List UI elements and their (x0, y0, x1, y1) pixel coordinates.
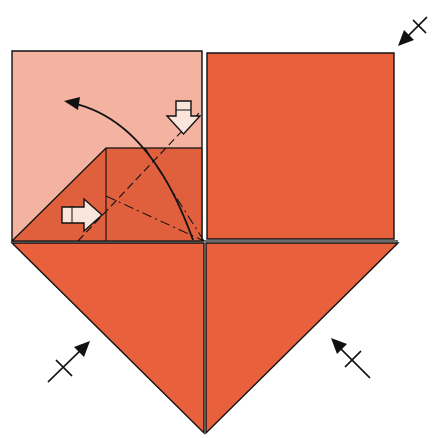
hollow-push-arrow-icon-left (61, 197, 104, 233)
mountain-fold-line-1 (105, 195, 205, 242)
lower-left-triangle (10, 242, 205, 435)
squash-arrow-icon-bottom-right (331, 338, 371, 379)
hollow-push-arrow-icon-top (165, 100, 202, 136)
valley-fold-line (77, 111, 201, 242)
squash-arrow-icon-bottom-left (47, 341, 90, 383)
squash-arrow-icon-top-right (398, 16, 428, 46)
curved-fold-arrow-icon (71, 102, 194, 241)
curved-fold-arrowhead (64, 97, 80, 110)
upper-right-square (206, 52, 395, 240)
lower-right-triangle (205, 242, 400, 435)
folded-flap (10, 147, 203, 242)
